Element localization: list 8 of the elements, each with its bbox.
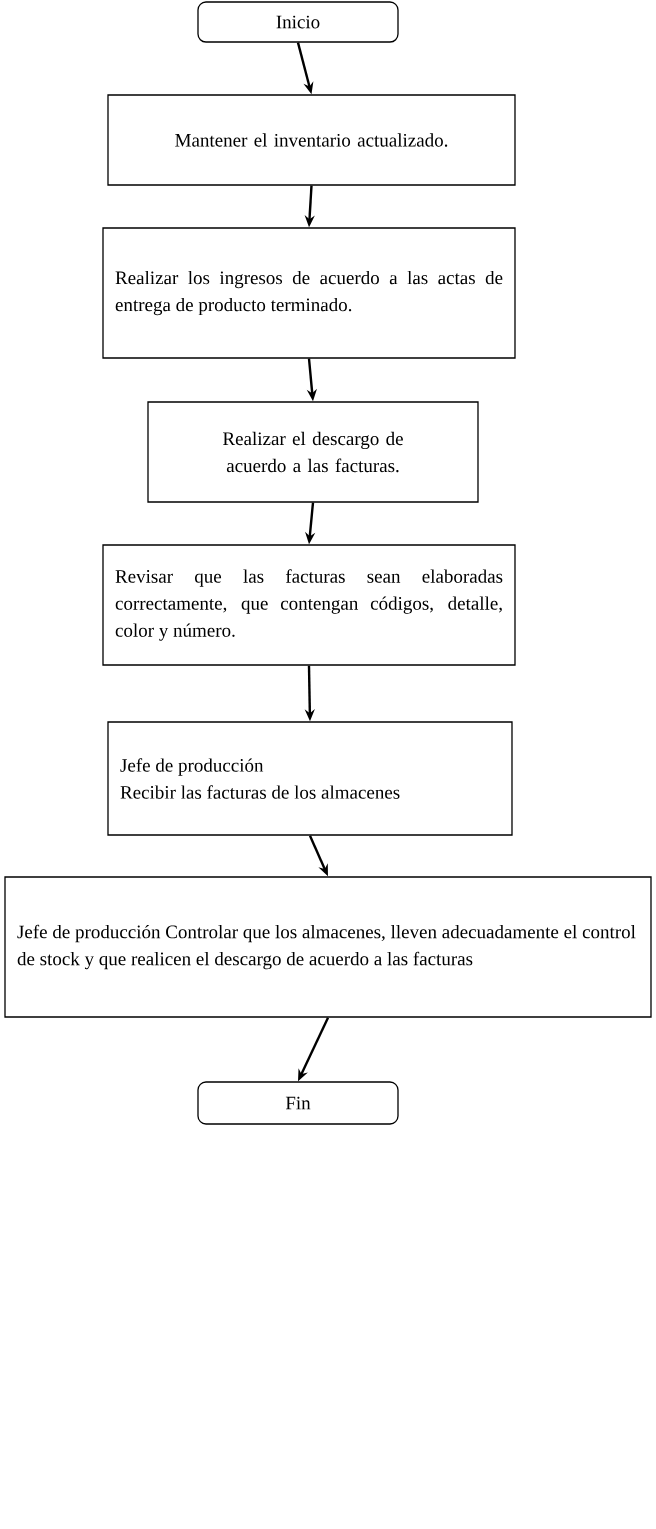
process-box: Mantener el inventario actualizado. bbox=[107, 94, 516, 186]
process-box: Jefe de producción Recibir las facturas de los almacenes bbox=[107, 721, 513, 836]
process-box: Jefe de producción Controlar que los almacenes, lleven adecuadamente el control de stock y que realicen el descargo de acuerdo a las facturas bbox=[4, 876, 652, 1018]
process-box: Realizar el descargo de acuerdo a las facturas. bbox=[147, 401, 479, 503]
terminal-box: Inicio bbox=[197, 1, 399, 43]
terminal-box: Fin bbox=[197, 1081, 399, 1125]
process-box: Revisar que las facturas sean elaboradas correctamente, que contengan códigos, detalle, color y número. bbox=[102, 544, 516, 666]
process-box: Realizar los ingresos de acuerdo a las actas de entrega de producto terminado. bbox=[102, 227, 516, 359]
